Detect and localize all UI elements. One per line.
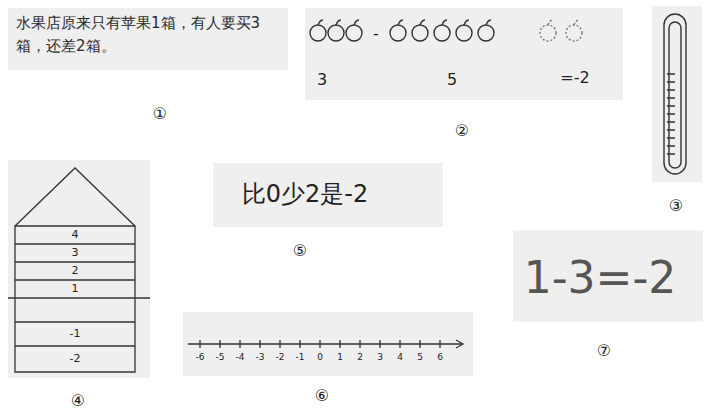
panel-grounds: [8, 6, 703, 378]
handwritten-text: 1-3=-2: [524, 253, 677, 304]
house-panel: 4 3 2 1 -1 -2: [8, 160, 150, 378]
callout-number: ⑥: [315, 386, 329, 405]
handwritten-text: 5: [417, 352, 423, 362]
handwritten-text: 6: [437, 352, 443, 362]
handwritten-text: 1: [337, 352, 343, 362]
handwritten-text: -1: [70, 328, 81, 341]
handwritten-text: 4: [397, 352, 403, 362]
number-line: [188, 340, 463, 348]
equation-panel: 1-3=-2: [513, 230, 703, 322]
handwritten-text: 5: [447, 71, 457, 89]
sentence-panel: 比0少2是-2: [213, 163, 443, 227]
number-line-panel: -6 -5 -4 -3 -2 -1 0 1 2 3 4 5 6: [183, 312, 473, 376]
callout-number: ④: [71, 391, 85, 410]
handwritten-text: 2: [72, 265, 79, 278]
apple-panel: 3 - 5 =-2: [305, 8, 623, 100]
handwritten-text: 0: [317, 352, 323, 362]
handwritten-text: 比0少2是-2: [242, 181, 368, 209]
handwritten-text: -2: [70, 353, 81, 366]
callout-number: ③: [669, 196, 683, 215]
callout-number: ⑦: [597, 341, 611, 360]
handwritten-text: 3: [72, 247, 79, 260]
handwritten-text: 4: [72, 229, 79, 242]
callout-number: ②: [455, 121, 469, 140]
house-drawing: [8, 168, 150, 372]
handwritten-text: -5: [216, 352, 225, 362]
handwritten-text: -4: [236, 352, 245, 362]
handwritten-text: -3: [256, 352, 265, 362]
thermometer-drawing: [664, 14, 686, 174]
handwritten-text: 3: [377, 352, 383, 362]
handwritten-text: -6: [196, 352, 205, 362]
callout-number: ⑤: [293, 241, 307, 260]
handwritten-text: 2: [357, 352, 363, 362]
callout-number: ①: [153, 104, 167, 123]
handwritten-text: -1: [296, 352, 305, 362]
handwritten-text: 3: [317, 71, 327, 89]
problem-text: 水果店原来只有苹果1箱，有人要买3箱，还差2箱。: [16, 12, 264, 57]
handwritten-text: =-2: [560, 69, 589, 87]
apple-drawing: [310, 20, 582, 41]
handwritten-text: -: [373, 25, 379, 43]
handwritten-text: 1: [72, 283, 79, 296]
handwritten-text: -2: [276, 352, 285, 362]
word-problem-panel: 水果店原来只有苹果1箱，有人要买3箱，还差2箱。: [8, 8, 288, 70]
